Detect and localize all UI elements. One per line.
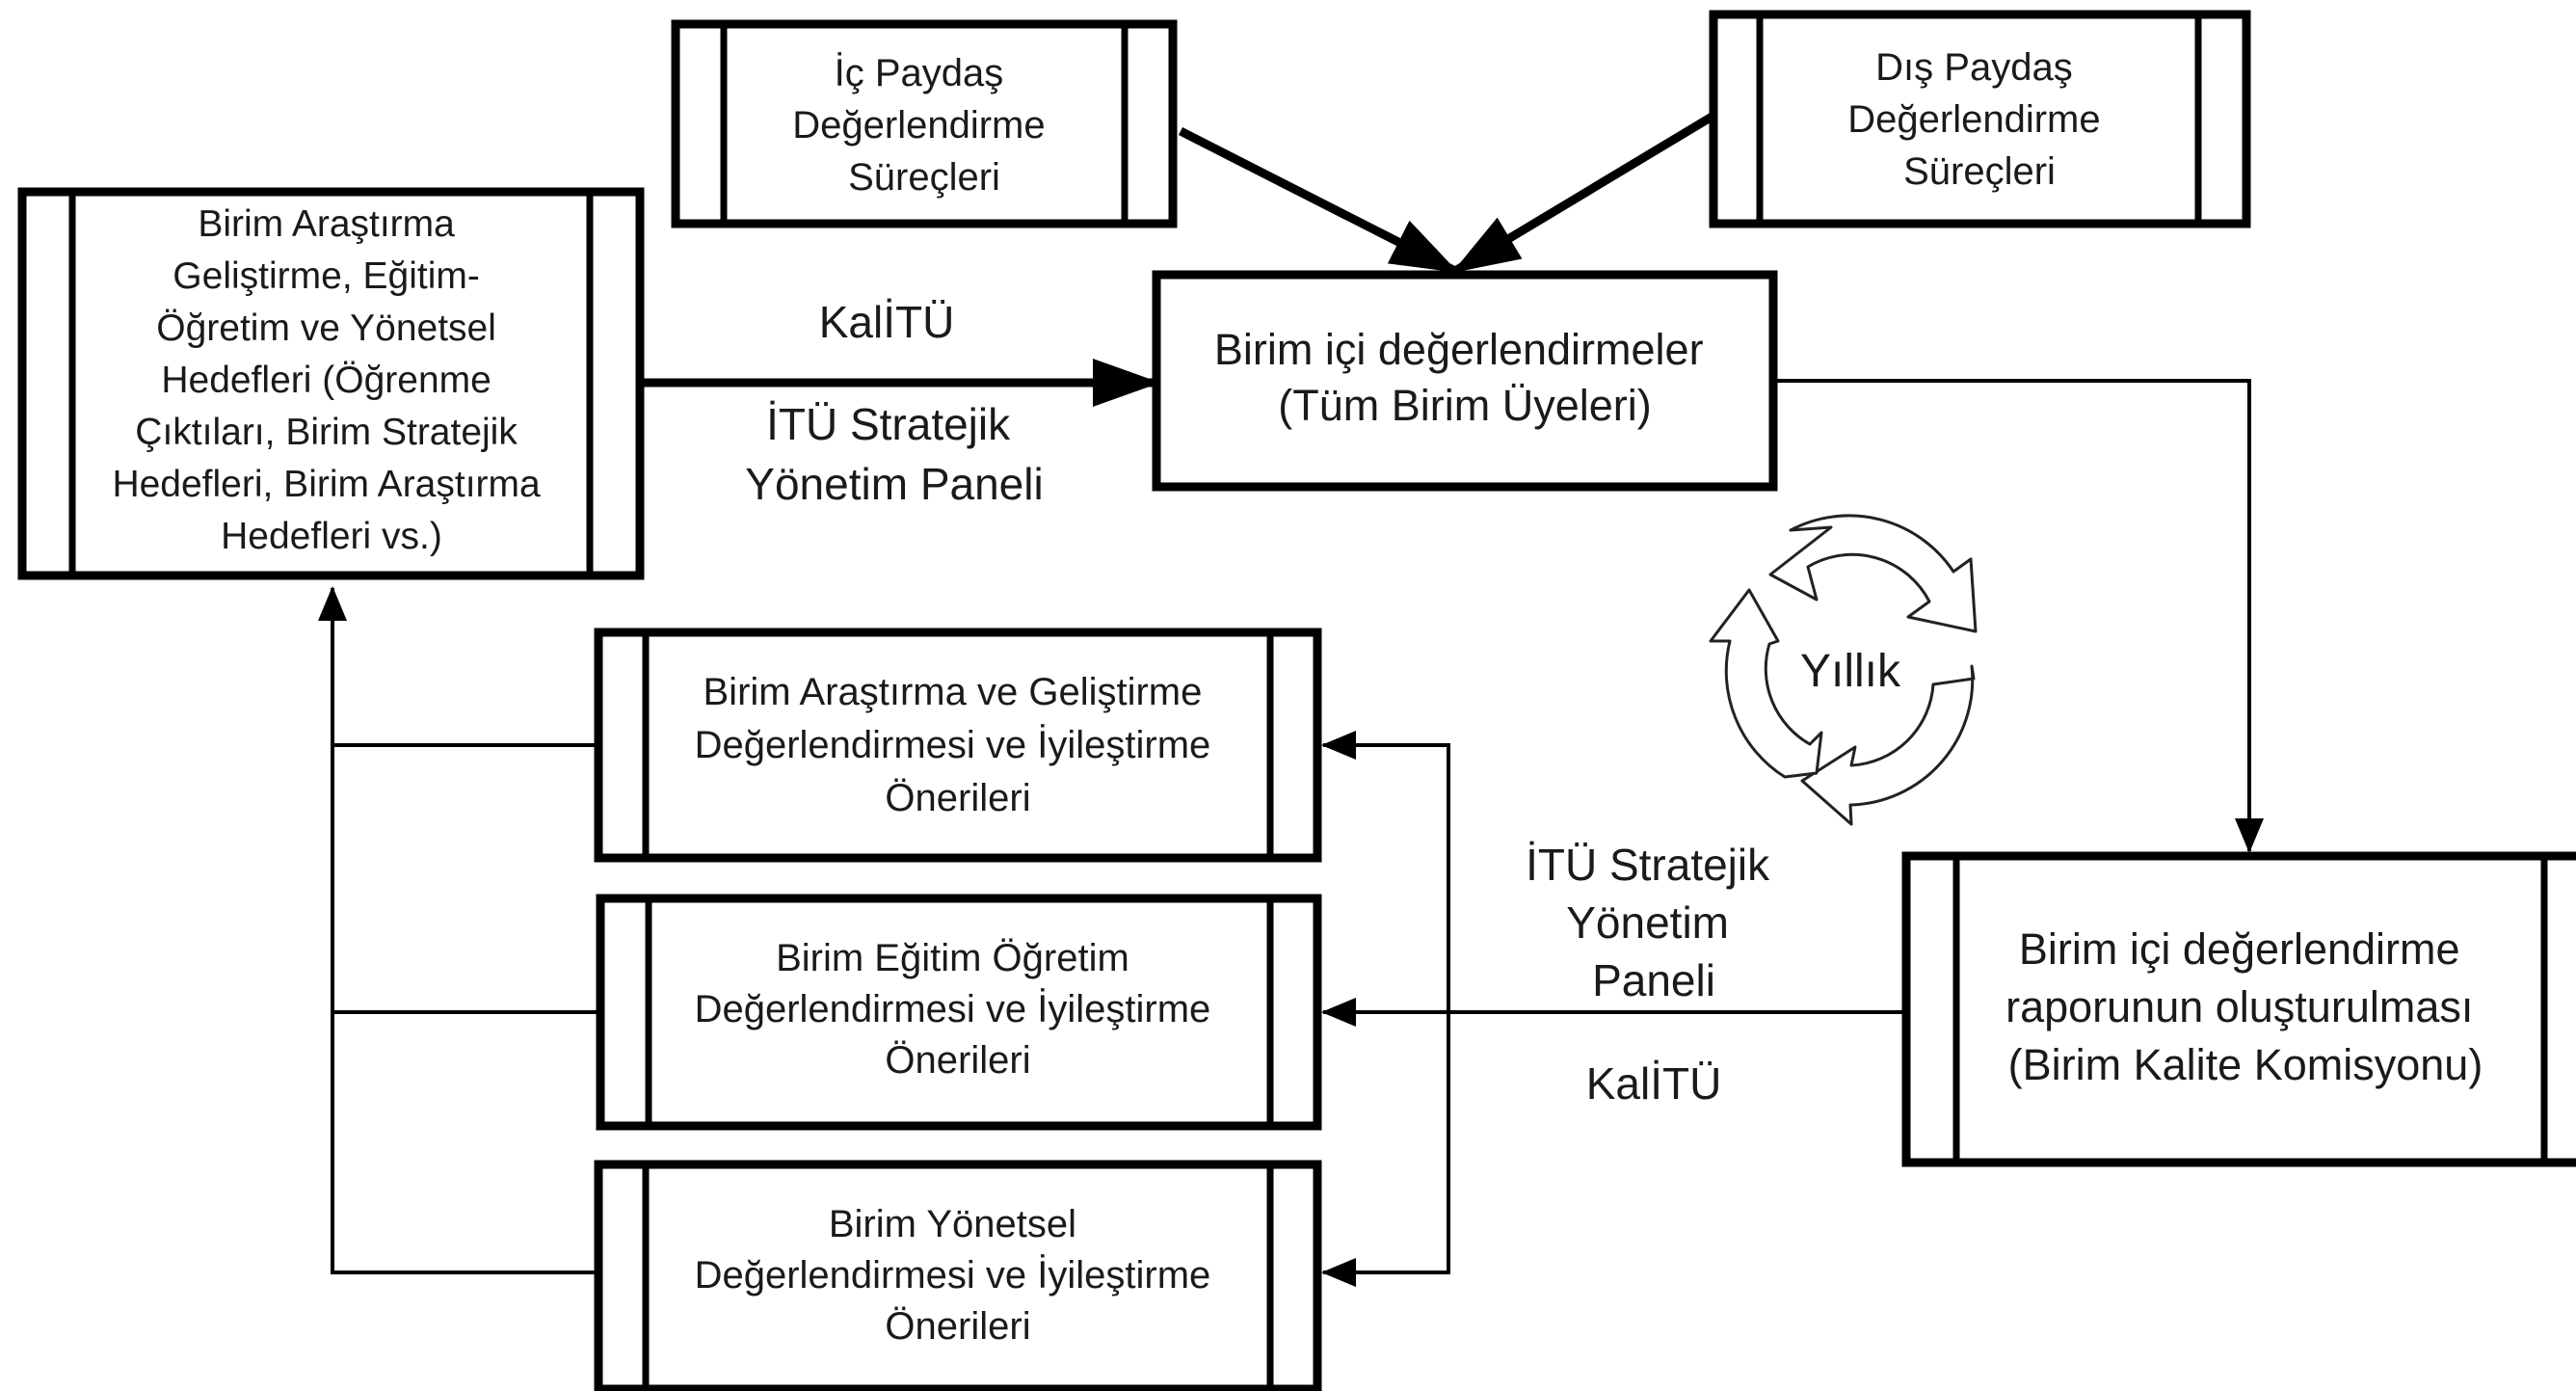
label-ic-paydas: İç Paydaş Değerlendirme Süreçleri bbox=[792, 51, 1055, 199]
cycle-label: Yıllık bbox=[1800, 646, 1901, 697]
edge-label-right-kalitu: KalİTÜ bbox=[1586, 1058, 1722, 1109]
edge-label-top-kalitu: KalİTÜ bbox=[819, 297, 955, 347]
label-arge-onerileri: Birim Araştırma ve Geliştirme Değerlendi… bbox=[695, 671, 1222, 819]
edge-label-top-panel: İTÜ Stratejik Yönetim Paneli bbox=[745, 399, 1043, 509]
cycle-icon: Yıllık bbox=[1709, 514, 1978, 826]
label-birim-ici-degerlendirmeler: Birim içi değerlendirmeler (Tüm Birim Üy… bbox=[1214, 325, 1715, 430]
node-arge-onerileri bbox=[594, 628, 1322, 863]
connectors bbox=[318, 379, 2264, 1287]
edge-degerlendirme-to-rapor bbox=[1776, 379, 2264, 853]
edge-ic-paydas-to-degerlendirme bbox=[1178, 126, 1459, 276]
node-yonetsel-onerileri bbox=[594, 1160, 1322, 1391]
node-ic-paydas bbox=[671, 19, 1178, 228]
node-birim-ici-degerlendirmeler bbox=[1152, 270, 1778, 492]
node-rapor bbox=[1901, 851, 2576, 1167]
thick-connectors bbox=[644, 112, 1716, 407]
label-dis-paydas: Dış Paydaş Değerlendirme Süreçleri bbox=[1847, 46, 2111, 193]
edge-bracket-to-yonetsel bbox=[1321, 1012, 1450, 1287]
label-birim-hedefleri: Birim Araştırma Geliştirme, Eğitim- Öğre… bbox=[112, 203, 550, 557]
node-birim-hedefleri bbox=[17, 187, 645, 580]
node-dis-paydas bbox=[1709, 10, 2251, 228]
node-egitim-onerileri bbox=[596, 894, 1322, 1131]
edge-dis-paydas-to-degerlendirme bbox=[1451, 112, 1716, 275]
label-rapor: Birim içi değerlendirme raporunun oluştu… bbox=[2005, 924, 2485, 1089]
edge-label-right-panel: İTÜ Stratejik Yönetim Paneli bbox=[1526, 840, 1782, 1005]
label-egitim-onerileri: Birim Eğitim Öğretim Değerlendirmesi ve … bbox=[695, 937, 1222, 1082]
edge-bracket-to-arge bbox=[1321, 731, 1450, 1012]
label-yonetsel-onerileri: Birim Yönetsel Değerlendirmesi ve İyileş… bbox=[695, 1203, 1222, 1348]
